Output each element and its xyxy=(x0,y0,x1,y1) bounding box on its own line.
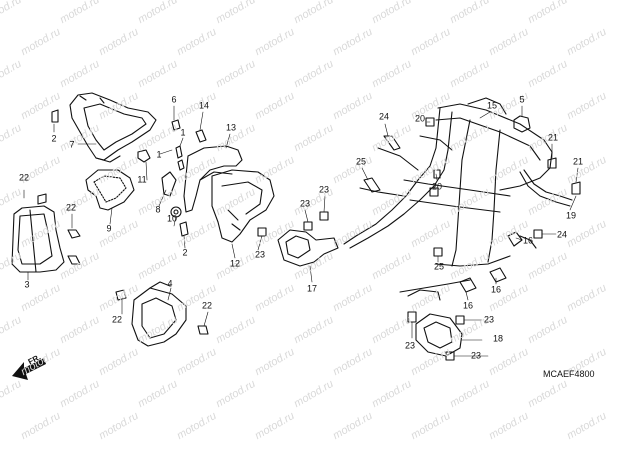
callout-23: 23 xyxy=(299,198,311,209)
callout-22: 22 xyxy=(111,314,123,325)
callout-1: 1 xyxy=(156,149,162,160)
callout-20: 20 xyxy=(431,181,443,192)
callout-3: 3 xyxy=(24,279,30,290)
callout-23: 23 xyxy=(318,184,330,195)
callout-23: 23 xyxy=(470,350,482,361)
callout-12: 12 xyxy=(229,258,241,269)
part-9-mesh-panel xyxy=(85,169,135,211)
callout-23: 23 xyxy=(254,249,266,260)
callout-25: 25 xyxy=(355,156,367,167)
part-4-guard xyxy=(131,281,187,347)
callout-22: 22 xyxy=(18,172,30,183)
callout-15: 15 xyxy=(486,100,498,111)
fr-arrow-icon xyxy=(12,358,46,380)
part-18-bracket xyxy=(407,289,463,357)
part-8-bracket xyxy=(161,171,177,197)
callout-21: 21 xyxy=(572,156,584,167)
part-13-side-cover xyxy=(183,145,243,213)
callout-24: 24 xyxy=(378,111,390,122)
leader-lines xyxy=(23,105,579,357)
callout-16: 16 xyxy=(522,235,534,246)
callout-22: 22 xyxy=(201,300,213,311)
callout-11: 11 xyxy=(137,174,147,185)
callout-8: 8 xyxy=(155,204,161,215)
callout-17: 17 xyxy=(306,283,318,294)
callout-23: 23 xyxy=(404,340,416,351)
callout-9: 9 xyxy=(106,223,112,234)
callout-18: 18 xyxy=(492,333,504,344)
callout-4: 4 xyxy=(167,278,173,289)
callout-23: 23 xyxy=(483,314,495,325)
part-3-guard xyxy=(11,205,65,273)
callout-25: 25 xyxy=(433,261,445,272)
bolts xyxy=(37,109,581,361)
callout-7: 7 xyxy=(69,139,75,150)
callout-2: 2 xyxy=(51,133,57,144)
part-7-inner-cover xyxy=(69,92,157,163)
callout-19: 19 xyxy=(565,210,577,221)
part-11-grommet xyxy=(137,149,151,163)
callout-5: 5 xyxy=(519,94,525,105)
part-15-main-frame xyxy=(343,97,553,293)
part-19-stay xyxy=(519,169,573,207)
callout-10: 10 xyxy=(166,213,178,224)
callout-13: 13 xyxy=(225,122,237,133)
diagram-code: MCAEF4800 xyxy=(543,369,595,379)
callout-16: 16 xyxy=(490,284,502,295)
part-12-lower-cover xyxy=(211,169,275,243)
callout-24: 24 xyxy=(556,229,568,240)
callout-16: 16 xyxy=(462,300,474,311)
callout-6: 6 xyxy=(171,94,177,105)
callout-22: 22 xyxy=(65,202,77,213)
part-17-bracket xyxy=(277,229,339,267)
callout-20: 20 xyxy=(414,113,426,124)
callout-2: 2 xyxy=(182,247,188,258)
part-5-cap xyxy=(513,115,531,133)
callout-14: 14 xyxy=(198,100,210,111)
callout-1: 1 xyxy=(180,127,186,138)
callout-21: 21 xyxy=(547,132,559,143)
part-14-clip xyxy=(195,129,207,143)
